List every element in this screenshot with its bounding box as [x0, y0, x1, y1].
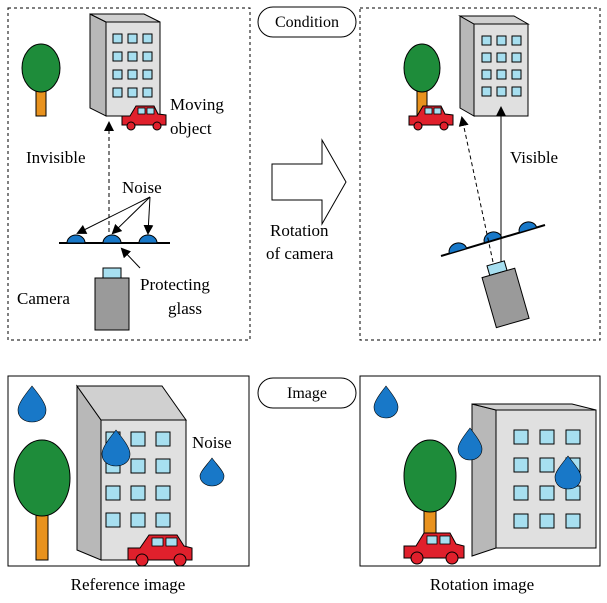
glass-pointer-arrow [120, 247, 141, 269]
building-icon [458, 15, 530, 117]
noise-drop-icon [101, 429, 131, 467]
tree-icon [403, 43, 441, 117]
rotation-transition: Rotation of camera [266, 138, 347, 263]
protecting-glass-label-2: glass [168, 299, 202, 318]
noise-drop-icon [138, 234, 158, 244]
condition-left-frame [7, 7, 251, 341]
invisible-label: Invisible [26, 148, 86, 167]
image-header: Image [257, 377, 357, 409]
building-icon [76, 384, 187, 561]
noise-drop-icon [457, 427, 483, 461]
protecting-glass-label-1: Protecting [140, 275, 210, 294]
noise-drop-icon [199, 457, 225, 487]
noise-drop-icon [554, 455, 582, 490]
condition-header-label: Condition [275, 14, 339, 31]
condition-right-panel: Visible [359, 7, 601, 341]
camera-label: Camera [17, 289, 70, 308]
noise-drop-icon [518, 221, 538, 234]
tree-icon [13, 439, 71, 561]
rotation-label-2: of camera [266, 244, 334, 263]
car-icon [121, 105, 167, 131]
reference-image-panel: Noise [7, 375, 250, 567]
car-icon [408, 105, 454, 131]
noise-drop-icon [66, 234, 86, 244]
transition-arrow-icon [271, 138, 347, 226]
blocked-sight-line [458, 116, 494, 263]
noise-drop-icon [17, 385, 47, 423]
rotation-label-1: Rotation [270, 221, 329, 240]
noise-label: Noise [122, 178, 162, 197]
reference-image-caption: Reference image [71, 575, 186, 594]
noise-arrow [111, 196, 151, 235]
moving-object-label-2: object [170, 119, 212, 138]
visible-label: Visible [510, 148, 558, 167]
tree-icon [21, 43, 61, 117]
building-icon [89, 13, 161, 117]
condition-header: Condition [257, 6, 357, 38]
image-header-label: Image [287, 385, 327, 402]
tree-icon [403, 439, 457, 551]
noise-drop-icon [373, 385, 399, 419]
condition-right-frame [359, 7, 601, 341]
noise-drop-icon [448, 242, 468, 255]
moving-object-label-1: Moving [170, 95, 224, 114]
rotation-image-caption: Rotation image [430, 575, 534, 594]
car-icon [403, 532, 465, 565]
noise-arrow [76, 196, 151, 234]
noise-drop-icon [102, 234, 122, 244]
camera-icon [481, 260, 530, 329]
rotation-image-panel [359, 375, 601, 567]
car-icon [127, 534, 193, 567]
noise-arrow [143, 196, 154, 235]
building-icon [471, 403, 597, 557]
noise-label: Noise [192, 433, 232, 452]
noise-drop-icon [483, 231, 503, 244]
condition-left-panel: Moving object Invisible Noise Camera Pro… [7, 7, 251, 341]
camera-icon [94, 267, 130, 331]
